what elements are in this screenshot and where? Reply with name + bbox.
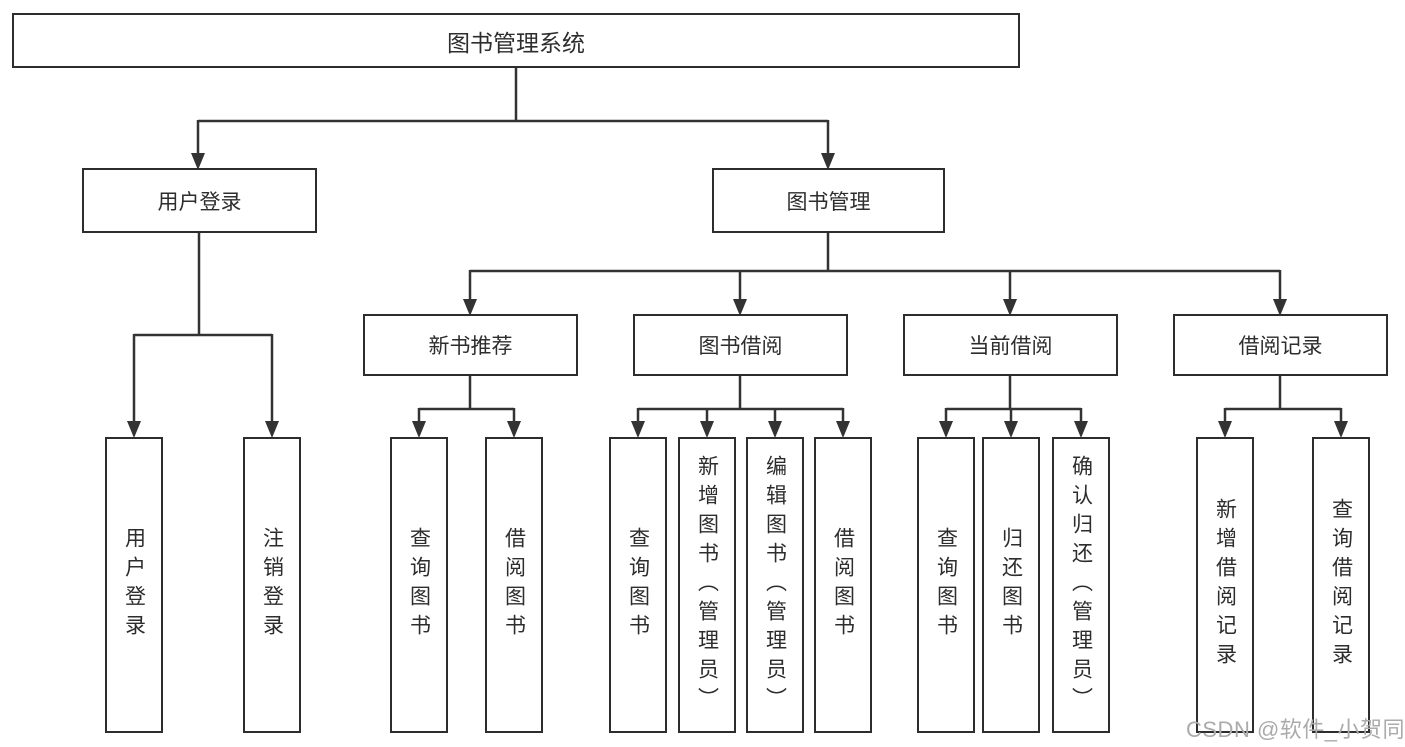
node-system-root: 图书管理系统 — [12, 13, 1020, 68]
leaf-label: 借阅图书 — [502, 527, 526, 643]
leaf-confirm-return-admin: 确认归还（管理员） — [1052, 437, 1110, 733]
leaf-borrow-books-2: 借阅图书 — [814, 437, 872, 733]
leaf-label: 新增图书（管理员） — [695, 454, 719, 716]
leaf-query-books-1: 查询图书 — [390, 437, 448, 733]
leaf-label: 注销登录 — [260, 527, 284, 643]
leaf-user-login: 用户登录 — [105, 437, 163, 733]
node-user-login: 用户登录 — [82, 168, 317, 233]
leaf-add-borrow-record: 新增借阅记录 — [1196, 437, 1254, 733]
leaf-query-books-2: 查询图书 — [609, 437, 667, 733]
leaf-return-books: 归还图书 — [982, 437, 1040, 733]
leaf-label: 查询图书 — [934, 527, 958, 643]
leaf-label: 借阅图书 — [831, 527, 855, 643]
leaf-label: 新增借阅记录 — [1213, 498, 1237, 672]
leaf-label: 查询图书 — [626, 527, 650, 643]
node-label: 图书管理 — [786, 190, 871, 214]
leaf-label: 查询借阅记录 — [1329, 498, 1353, 672]
node-label: 图书借阅 — [698, 335, 783, 358]
node-label: 新书推荐 — [428, 335, 513, 358]
node-label: 图书管理系统 — [447, 29, 585, 56]
node-current-borrow: 当前借阅 — [903, 314, 1118, 376]
leaf-query-borrow-record: 查询借阅记录 — [1312, 437, 1370, 733]
node-label: 用户登录 — [157, 190, 242, 214]
leaf-query-books-3: 查询图书 — [917, 437, 975, 733]
node-label: 借阅记录 — [1238, 335, 1323, 358]
leaf-add-books-admin: 新增图书（管理员） — [678, 437, 736, 733]
leaf-logout: 注销登录 — [243, 437, 301, 733]
leaf-label: 编辑图书（管理员） — [763, 454, 787, 716]
node-new-book-recommend: 新书推荐 — [363, 314, 578, 376]
csdn-watermark: CSDN @软件_小贺同学 — [1186, 717, 1405, 742]
leaf-label: 用户登录 — [122, 527, 146, 643]
node-label: 当前借阅 — [968, 335, 1053, 358]
node-book-borrow: 图书借阅 — [633, 314, 848, 376]
node-book-management: 图书管理 — [712, 168, 945, 233]
leaf-label: 确认归还（管理员） — [1069, 454, 1093, 716]
node-borrow-records: 借阅记录 — [1173, 314, 1388, 376]
leaf-label: 归还图书 — [999, 527, 1023, 643]
leaf-label: 查询图书 — [407, 527, 431, 643]
leaf-borrow-books-1: 借阅图书 — [485, 437, 543, 733]
leaf-edit-books-admin: 编辑图书（管理员） — [746, 437, 804, 733]
